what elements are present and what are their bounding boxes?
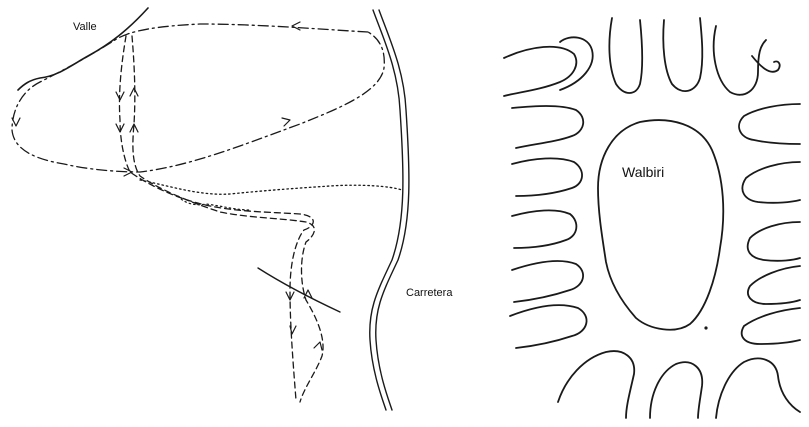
valley-label: Valle [73, 21, 97, 33]
walbiri-territory [598, 120, 723, 330]
dotted-route [140, 180, 402, 194]
dotted-route-branch [178, 196, 250, 210]
surrounding-lobe [512, 106, 583, 148]
arrow-icon [130, 88, 138, 96]
surrounding-lobe [716, 358, 800, 418]
marker-dot [704, 326, 707, 329]
arrow-icon [292, 22, 300, 30]
surrounding-lobe [650, 362, 702, 418]
surrounding-lobe [748, 266, 800, 304]
surrounding-lobe [510, 305, 587, 348]
surrounding-lobe [609, 18, 642, 93]
arrow-icon [314, 342, 322, 350]
walbiri-map [504, 18, 800, 418]
dashed-route-b [132, 36, 323, 402]
surrounding-lobe [748, 222, 800, 261]
surrounding-lobe [714, 26, 766, 95]
surrounding-lobe [512, 261, 583, 302]
walbiri-label: Walbiri [622, 164, 664, 180]
surrounding-lobe [739, 104, 800, 144]
surrounding-lobe [742, 308, 800, 344]
road-line-left [370, 10, 403, 410]
crossing-line [258, 268, 340, 312]
arrow-icon [282, 118, 290, 126]
surrounding-lobe [512, 210, 576, 248]
road-label: Carretera [406, 287, 452, 299]
surrounding-lobe [752, 56, 780, 72]
dash-dot-route [12, 24, 384, 172]
surrounding-lobe [512, 158, 582, 196]
dashed-route-a [119, 36, 313, 400]
road-line-right [376, 10, 409, 410]
surrounding-lobe [558, 351, 634, 418]
route-map [12, 8, 409, 410]
arrow-icon [12, 118, 20, 126]
surrounding-lobe [663, 18, 702, 91]
surrounding-lobe [742, 162, 800, 203]
